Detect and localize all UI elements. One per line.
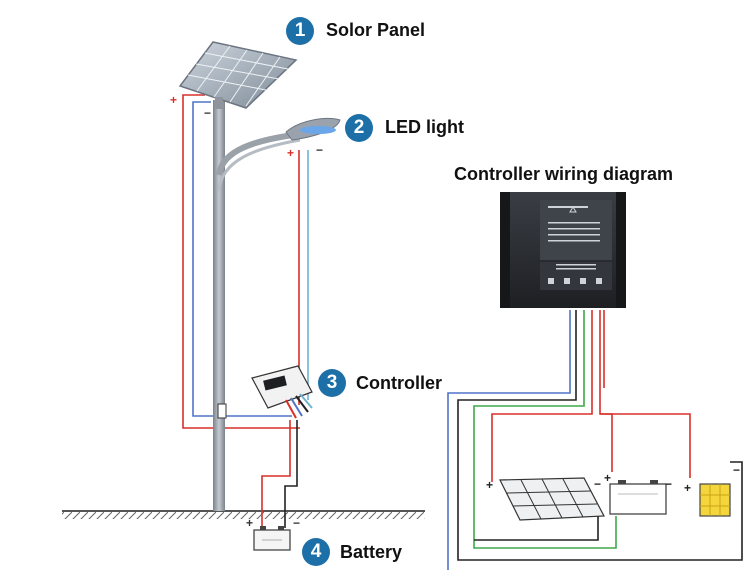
streetlight-pole: [213, 100, 301, 511]
battery-icon: [253, 526, 291, 551]
callout-3-label: Controller: [356, 373, 443, 393]
svg-text:−: −: [594, 477, 601, 491]
left-wiring: [182, 94, 309, 528]
callout-4-label: Battery: [340, 542, 403, 562]
svg-text:−: −: [665, 477, 672, 491]
lamp-icon: [699, 483, 731, 517]
diagram-solar-panel-icon: [499, 477, 605, 521]
callout-3-badge: 3: [318, 369, 346, 397]
diagram-battery-icon: [609, 480, 667, 515]
callout-1-label: Solor Panel: [326, 20, 426, 40]
svg-text:−: −: [293, 516, 300, 530]
led-streetlight-icon: [285, 118, 341, 141]
svg-text:+: +: [486, 478, 493, 492]
solar-charge-controller-unit: [500, 192, 626, 308]
right-wiring: [447, 310, 743, 570]
ground-line: [62, 510, 425, 519]
wiring-diagram-title: Controller wiring diagram: [454, 164, 674, 184]
solar-panel-icon: [178, 41, 298, 109]
svg-text:+: +: [246, 516, 253, 530]
left-polarity-marks: + − + − + −: [170, 93, 323, 530]
svg-text:−: −: [204, 106, 211, 120]
svg-text:+: +: [170, 93, 177, 107]
controller-icon: [251, 365, 313, 419]
svg-text:−: −: [316, 143, 323, 157]
right-polarity-marks: + − + − + −: [486, 463, 740, 495]
svg-text:−: −: [733, 463, 740, 477]
callout-4-badge: 4: [302, 538, 330, 566]
callout-2-badge: 2: [345, 114, 373, 142]
callout-2-label: LED light: [385, 117, 464, 137]
svg-text:+: +: [604, 471, 611, 485]
svg-text:+: +: [684, 481, 691, 495]
callout-1-badge: 1: [286, 17, 314, 45]
svg-text:+: +: [287, 146, 294, 160]
